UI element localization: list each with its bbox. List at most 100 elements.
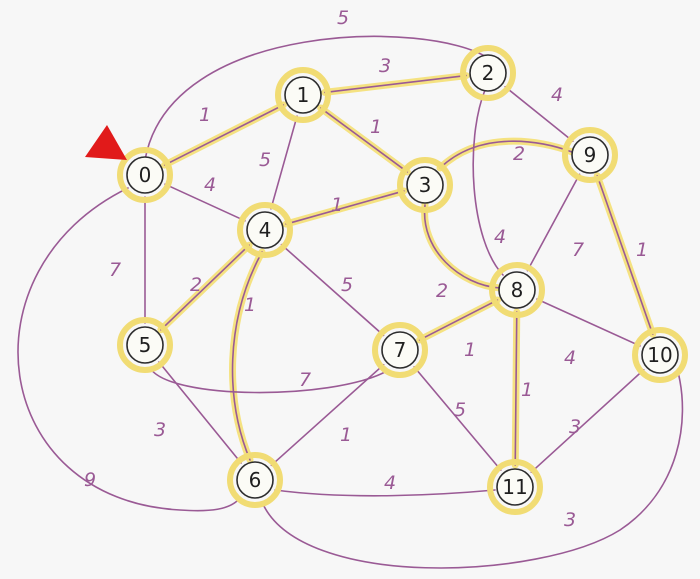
edge-weight-1-3: 1 xyxy=(370,116,382,138)
node-6: 6 xyxy=(227,452,283,508)
node-highlight xyxy=(632,327,688,383)
node-highlight xyxy=(460,45,516,101)
edge-1-2 xyxy=(324,74,467,94)
node-circle xyxy=(126,156,164,194)
edge-6-10 xyxy=(261,371,684,569)
edge-0-2 xyxy=(144,35,489,161)
node-circle xyxy=(236,461,274,499)
edge-10-11 xyxy=(530,369,645,473)
edge-weight-1-2: 3 xyxy=(379,55,391,77)
edge-weight-3-9: 2 xyxy=(513,143,525,165)
node-highlight xyxy=(275,67,331,123)
node-label: 6 xyxy=(249,468,262,492)
edges-layer xyxy=(17,35,684,569)
node-0: 0 xyxy=(117,147,173,203)
edge-4-5 xyxy=(160,244,250,331)
node-circle xyxy=(406,166,444,204)
edge-weight-0-1: 1 xyxy=(199,104,211,126)
edge-weight-0-6: 9 xyxy=(84,469,96,491)
edge-2-8 xyxy=(472,89,504,276)
edge-weight-6-7: 1 xyxy=(340,424,352,446)
edge-4-6 xyxy=(231,251,263,461)
edge-4-7 xyxy=(280,243,385,337)
node-circle xyxy=(571,136,609,174)
edge-7-8 xyxy=(418,299,499,341)
edge-2-9 xyxy=(504,85,574,143)
edge-weight-5-7: 7 xyxy=(299,369,311,391)
edge-weight-4-7: 5 xyxy=(341,274,353,296)
node-2: 2 xyxy=(460,45,516,101)
node-circle xyxy=(496,468,534,506)
edge-weight-0-2: 5 xyxy=(337,7,349,29)
edge-9-10 xyxy=(596,174,654,336)
node-label: 7 xyxy=(394,338,407,362)
edge-weight-2-9: 4 xyxy=(551,84,563,106)
node-highlight xyxy=(562,127,618,183)
node-highlight xyxy=(487,459,543,515)
edge-weight-7-11: 5 xyxy=(454,399,466,421)
node-highlight xyxy=(372,322,428,378)
node-label: 0 xyxy=(139,163,152,187)
node-circle xyxy=(381,331,419,369)
edge-1-4 xyxy=(270,115,298,210)
edge-weight-6-10: 3 xyxy=(564,509,576,531)
node-5: 5 xyxy=(117,317,173,373)
edge-weight-2-8: 4 xyxy=(494,226,506,248)
node-1: 1 xyxy=(275,67,331,123)
node-highlight xyxy=(397,157,453,213)
node-label: 4 xyxy=(259,218,272,242)
edge-0-1 xyxy=(163,104,285,166)
edge-weight-6-11: 4 xyxy=(384,472,396,494)
edge-weight-9-10: 1 xyxy=(636,239,648,261)
edge-weight-0-4: 4 xyxy=(204,174,216,196)
edge-3-4 xyxy=(285,190,405,225)
node-highlight xyxy=(227,452,283,508)
edge-weight-5-6: 3 xyxy=(154,419,166,441)
edge-3-8 xyxy=(423,204,501,289)
edge-weight-3-4: 1 xyxy=(331,194,343,216)
node-label: 5 xyxy=(139,333,152,357)
node-label: 9 xyxy=(584,143,597,167)
node-highlight xyxy=(117,147,173,203)
edge-0-6 xyxy=(17,187,241,512)
edge-weight-8-11: 1 xyxy=(521,379,533,401)
node-10: 10 xyxy=(632,327,688,383)
node-label: 10 xyxy=(647,343,672,367)
start-marker-triangle xyxy=(85,125,127,160)
edge-weight-3-8: 2 xyxy=(436,280,448,302)
node-4: 4 xyxy=(237,202,293,258)
node-circle xyxy=(469,54,507,92)
edge-7-11 xyxy=(413,366,502,471)
edge-5-6 xyxy=(158,361,242,464)
edge-8-9 xyxy=(526,173,581,272)
edge-1-3 xyxy=(319,107,409,173)
node-label: 11 xyxy=(502,475,527,499)
node-8: 8 xyxy=(489,262,545,318)
edge-weight-10-11: 3 xyxy=(569,416,581,438)
node-circle xyxy=(641,336,679,374)
edge-0-4 xyxy=(164,183,246,222)
edge-weight-8-10: 4 xyxy=(564,347,576,369)
node-highlight xyxy=(237,202,293,258)
node-7: 7 xyxy=(372,322,428,378)
node-11: 11 xyxy=(487,459,543,515)
node-circle xyxy=(284,76,322,114)
node-circle xyxy=(126,326,164,364)
node-label: 3 xyxy=(419,173,432,197)
node-9: 9 xyxy=(562,127,618,183)
edge-3-9 xyxy=(439,140,573,169)
start-marker-layer xyxy=(85,125,127,160)
edge-weight-4-5: 2 xyxy=(190,274,202,296)
edge-5-7 xyxy=(149,367,386,394)
node-circle xyxy=(498,271,536,309)
edge-8-11 xyxy=(514,311,518,466)
edge-weight-4-6: 1 xyxy=(244,294,256,316)
node-highlight xyxy=(117,317,173,373)
node-3: 3 xyxy=(397,157,453,213)
node-label: 2 xyxy=(482,61,495,85)
node-highlight xyxy=(489,262,545,318)
edge-weight-7-8: 1 xyxy=(464,339,476,361)
